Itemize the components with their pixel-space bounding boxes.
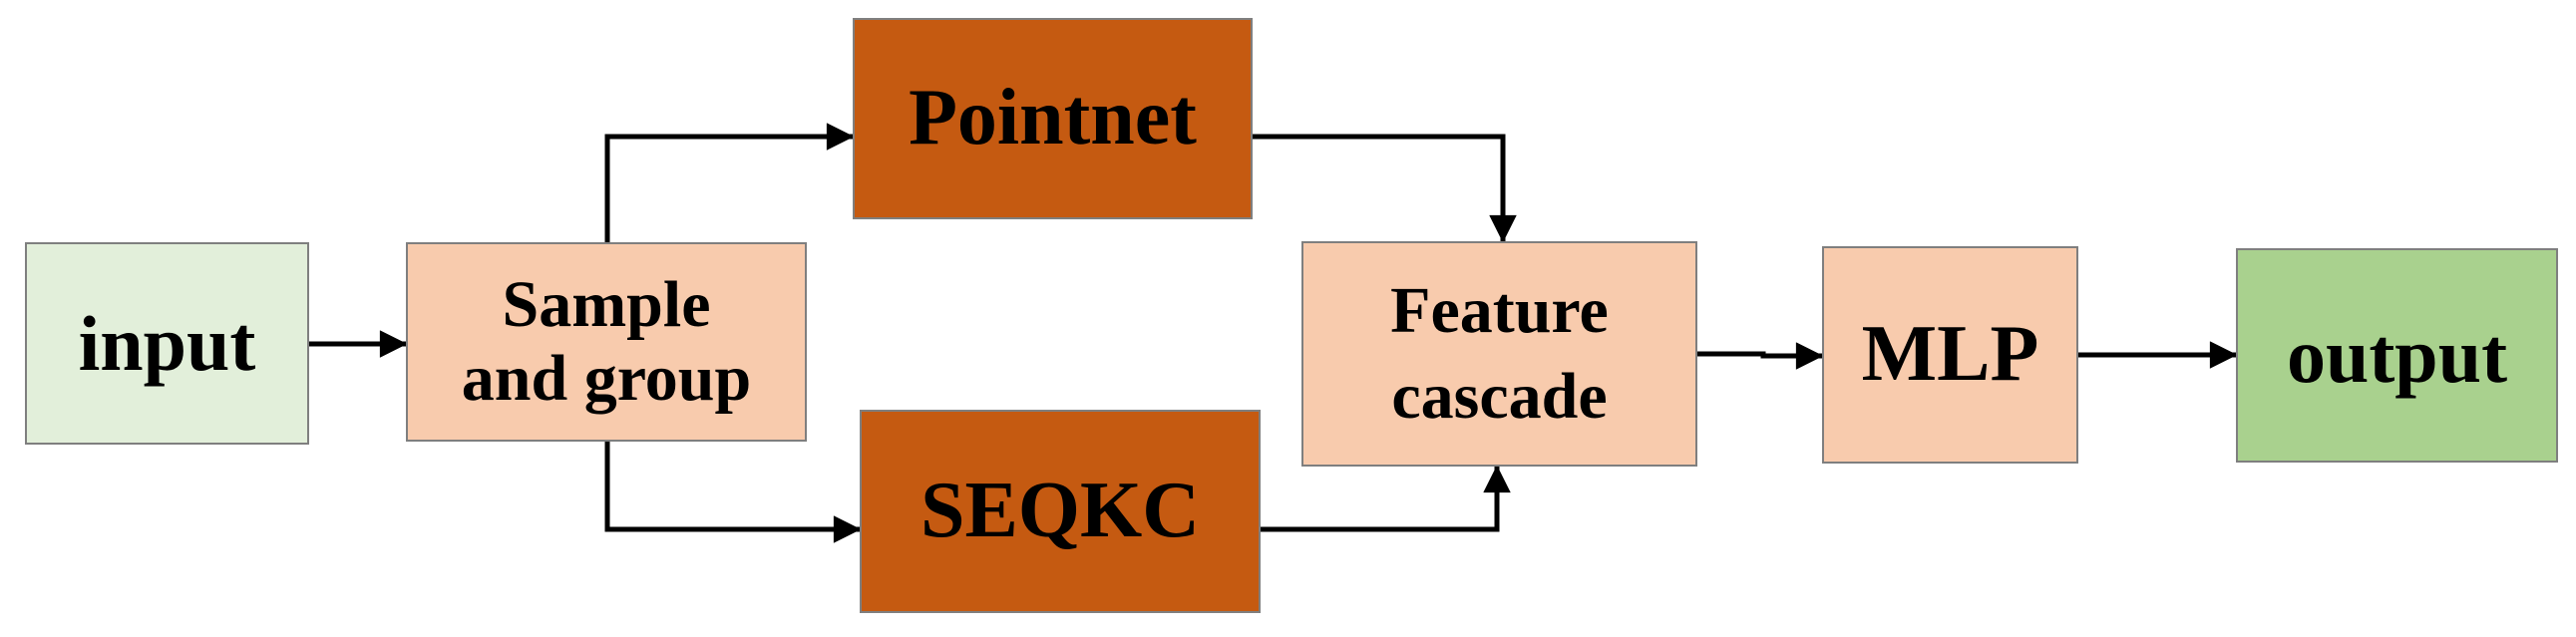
edge-seqkc-to-feature-cascade xyxy=(1261,465,1511,532)
edge-sample-group-to-seqkc xyxy=(604,442,862,543)
output-node: output xyxy=(2236,248,2558,463)
input-node: input xyxy=(25,242,309,445)
edge-sample-group-to-pointnet xyxy=(604,123,855,242)
feature-cascade-node: Feature cascade xyxy=(1301,241,1697,467)
seqkc-label: SEQKC xyxy=(920,467,1201,555)
mlp-label: MLP xyxy=(1861,310,2039,399)
pointnet-label: Pointnet xyxy=(909,74,1197,162)
seqkc-node: SEQKC xyxy=(860,410,1261,613)
pointnet-node: Pointnet xyxy=(853,18,1253,219)
output-label: output xyxy=(2286,311,2508,399)
mlp-node: MLP xyxy=(1822,246,2078,464)
sample-and-group-label: Sample and group xyxy=(461,268,752,415)
feature-cascade-label: Feature cascade xyxy=(1390,274,1609,433)
input-label: input xyxy=(78,299,256,387)
sample-and-group-node: Sample and group xyxy=(406,242,807,442)
edge-feature-cascade-to-mlp xyxy=(1697,342,1824,370)
edge-pointnet-to-feature-cascade xyxy=(1253,134,1517,243)
